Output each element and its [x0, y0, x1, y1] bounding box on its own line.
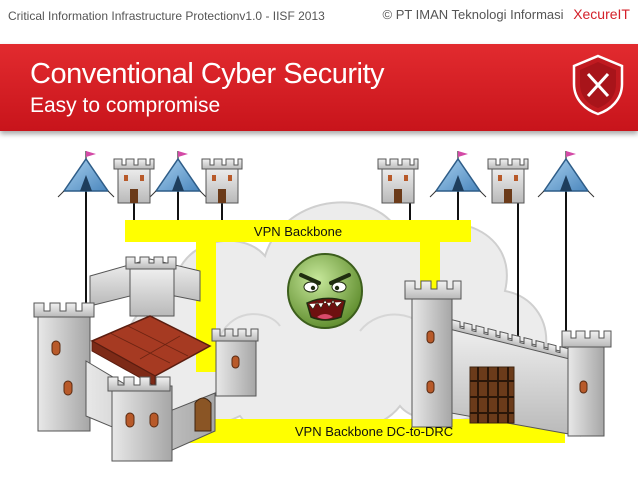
angry-face-icon	[287, 253, 363, 329]
castle-icon	[33, 256, 259, 462]
top-bar: Critical Information Infrastructure Prot…	[0, 0, 638, 34]
brand-logo-text: XecureIT	[573, 6, 630, 22]
tent-icon	[149, 151, 207, 198]
tent-icon	[57, 151, 115, 198]
tower-icon	[113, 158, 155, 204]
copyright-line: © PT IMAN Teknologi Informasi XecureIT	[383, 6, 631, 22]
vpn-backbone-label: VPN Backbone	[254, 224, 342, 239]
castle-icon	[404, 280, 612, 437]
tent-icon	[537, 151, 595, 198]
slide-title: Conventional Cyber Security	[30, 58, 385, 90]
tower-icon	[201, 158, 243, 204]
network-diagram: VPN Backbone VPN Backbone DC-to-DRC	[33, 151, 612, 462]
tower-icon	[377, 158, 419, 204]
tower-icon	[487, 158, 529, 204]
presentation-footer-title: Critical Information Infrastructure Prot…	[8, 9, 325, 23]
shield-icon	[572, 54, 624, 116]
vpn-dc-drc-label: VPN Backbone DC-to-DRC	[295, 424, 453, 439]
copyright-text: © PT IMAN Teknologi Informasi	[382, 7, 564, 22]
tent-icon	[429, 151, 487, 198]
slide-subtitle: Easy to compromise	[30, 94, 221, 117]
title-banner: Conventional Cyber Security Easy to comp…	[0, 44, 638, 131]
